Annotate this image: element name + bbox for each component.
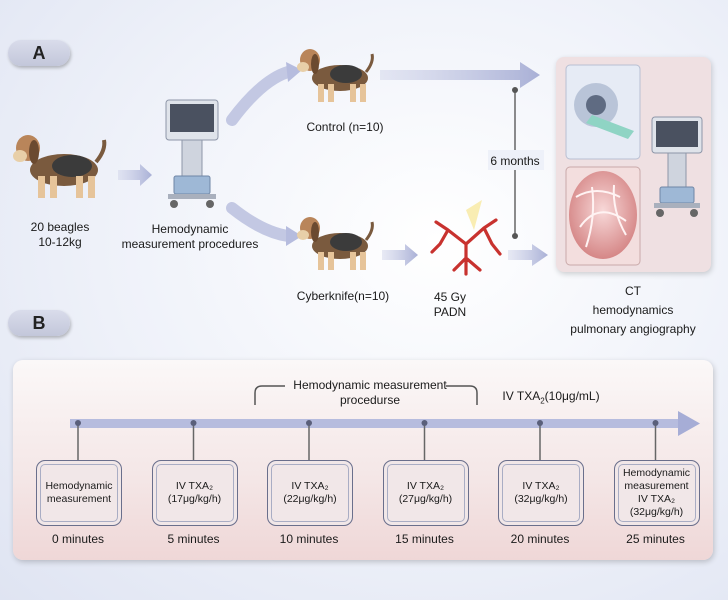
angiography-icon — [569, 171, 637, 259]
step-text: IV TXA₂ — [175, 480, 214, 492]
beagle-group-icon — [13, 135, 107, 198]
control-branch-arrow — [226, 66, 294, 126]
step-text: IV TXA₂ — [522, 480, 560, 492]
cyberknife-branch-arrow — [226, 202, 294, 242]
six-months-label: 6 months — [490, 154, 540, 168]
padn-to-outcome-arrow — [508, 244, 548, 266]
step-text: (32μg/kg/h) — [629, 506, 684, 518]
treatment-arrow — [382, 244, 418, 266]
outcome-graphics — [565, 64, 703, 266]
step-text: IV TXA₂ — [637, 493, 676, 505]
timeline-step-box: IV TXA₂(22μg/kg/h) — [267, 460, 353, 526]
timeline-step-box: IV TXA₂(32μg/kg/h) — [498, 460, 584, 526]
step-text: IV TXA₂ — [406, 480, 445, 492]
step-time-label: 5 minutes — [167, 532, 220, 546]
outcome-panel — [556, 57, 711, 272]
step-text: Hemodynamic measurement — [622, 467, 691, 492]
step-text: Hemodynamic — [45, 480, 113, 492]
timeline-step-box: IV TXA₂(17μg/kg/h) — [151, 460, 238, 526]
control-group-label: Control (n=10) — [306, 120, 384, 134]
step-text: (22μg/kg/h) — [283, 493, 337, 505]
control-beagle-icon — [297, 49, 374, 102]
infusion-label: IV TXA2(10μg/mL) — [502, 389, 600, 406]
control-to-outcome-arrow — [380, 62, 540, 88]
monitor-cart-icon — [165, 99, 219, 208]
step-text: (32μg/kg/h) — [514, 493, 568, 505]
cyberknife-beagle-icon — [297, 217, 374, 270]
step-text: (27μg/kg/h) — [398, 493, 453, 505]
step-text: (17μg/kg/h) — [167, 493, 222, 505]
panel-a-badge: A — [8, 40, 70, 66]
cyberknife-group-label: Cyberknife(n=10) — [296, 289, 390, 303]
panel-b-badge: B — [8, 310, 70, 336]
timeline-step-box: IV TXA₂(27μg/kg/h) — [382, 460, 469, 526]
pulmonary-artery-icon — [430, 200, 502, 276]
step-text: measurement — [46, 493, 112, 505]
flow-arrow-icon — [118, 164, 152, 186]
step-time-label: 10 minutes — [279, 532, 339, 546]
step-time-label: 20 minutes — [510, 532, 570, 546]
step-text: IV TXA₂ — [291, 480, 329, 492]
step-time-label: 0 minutes — [51, 532, 105, 546]
step-time-label: 25 minutes — [626, 532, 685, 546]
monitor-cart-icon — [651, 116, 703, 217]
step-time-label: 15 minutes — [395, 532, 454, 546]
